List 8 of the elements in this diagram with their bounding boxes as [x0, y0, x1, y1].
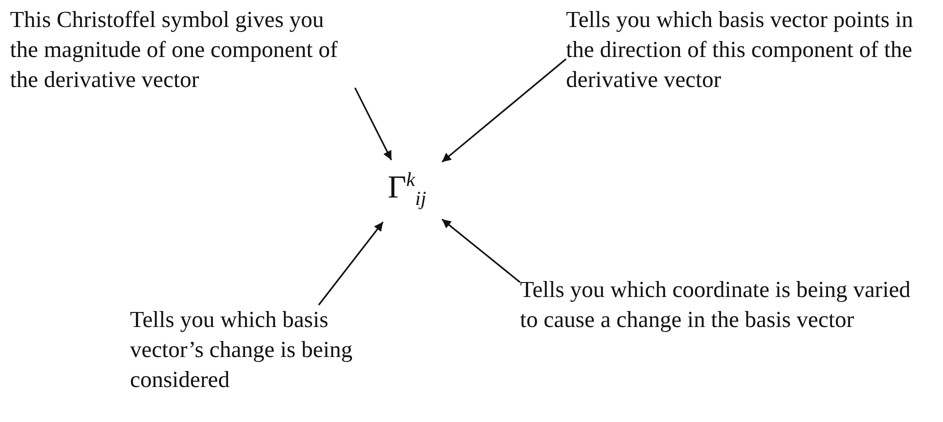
arrow	[354, 87, 392, 160]
arrow	[318, 222, 384, 306]
arrow	[441, 58, 567, 163]
annotation-text: Tells you which basis vector’s change is being considered	[130, 306, 354, 394]
annotation-text: This Christoffel symbol gives you the magnitude of one component of the derivative vector	[10, 6, 339, 94]
annotation-text: Tells you which coordinate is being varied to cause a change in the basis vector	[520, 276, 912, 334]
arrow	[442, 218, 520, 283]
annotation-text: Tells you which basis vector points in the direction of this component of the derivative vector	[566, 6, 914, 94]
